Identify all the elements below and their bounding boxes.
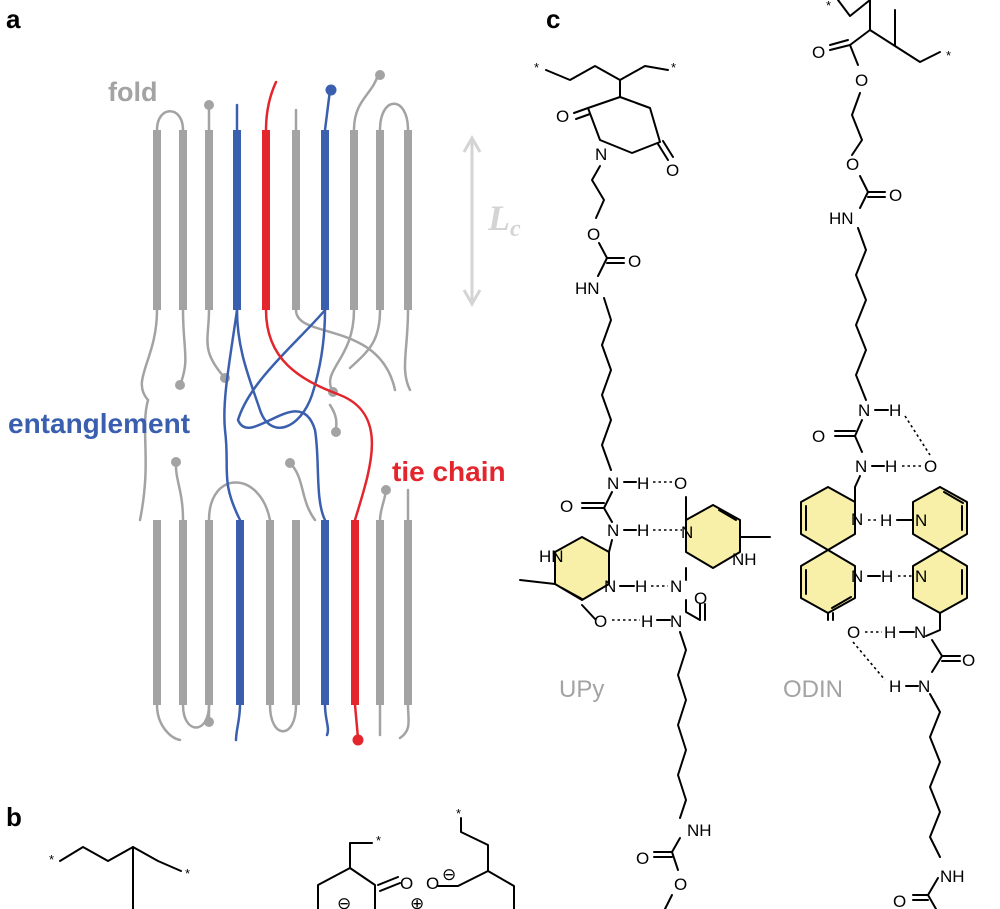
svg-text:HN: HN bbox=[539, 547, 564, 566]
svg-text:*: * bbox=[534, 60, 539, 75]
svg-text:O: O bbox=[812, 427, 825, 446]
svg-text:O: O bbox=[666, 161, 679, 180]
lc-label: Lc bbox=[487, 198, 521, 242]
svg-text:O: O bbox=[847, 623, 860, 642]
svg-text:O: O bbox=[556, 107, 569, 126]
tie-chain-label: tie chain bbox=[392, 456, 506, 487]
tie-chain-end bbox=[352, 734, 364, 746]
svg-text:NH: NH bbox=[732, 550, 757, 569]
minus-charge: ⊖ bbox=[337, 894, 351, 909]
svg-text:H: H bbox=[885, 457, 897, 476]
upy-label: UPy bbox=[559, 676, 604, 703]
svg-text:O: O bbox=[846, 155, 859, 174]
svg-text:O: O bbox=[893, 892, 906, 909]
svg-text:HN: HN bbox=[575, 279, 600, 298]
svg-text:O: O bbox=[560, 497, 573, 516]
svg-text:N: N bbox=[670, 612, 682, 631]
svg-text:N: N bbox=[855, 457, 867, 476]
panel-label-a: a bbox=[6, 4, 21, 34]
svg-text:N: N bbox=[851, 510, 863, 529]
ionomer-structure-fragment: * * * O O ⊕ ⊖ ⊖ * bbox=[49, 806, 515, 909]
svg-text:N: N bbox=[595, 145, 607, 164]
svg-text:*: * bbox=[456, 806, 461, 821]
svg-text:H: H bbox=[635, 577, 647, 596]
svg-text:NH: NH bbox=[687, 821, 712, 840]
supramolecular-structures: * * O O N O O HN N H O O bbox=[519, 0, 975, 909]
entangled-chains bbox=[223, 88, 332, 742]
svg-text:O: O bbox=[694, 589, 707, 608]
svg-text:O: O bbox=[924, 457, 937, 476]
svg-text:O: O bbox=[400, 874, 413, 893]
svg-text:H: H bbox=[641, 612, 653, 631]
lc-arrow bbox=[462, 134, 482, 308]
plus-charge: ⊕ bbox=[410, 894, 424, 909]
svg-text:NH: NH bbox=[940, 867, 965, 886]
svg-text:H: H bbox=[889, 677, 901, 696]
minus-charge: ⊖ bbox=[442, 865, 456, 885]
svg-text:*: * bbox=[671, 60, 676, 75]
gray-chain-ends bbox=[171, 70, 391, 727]
svg-text:N: N bbox=[914, 623, 926, 642]
svg-text:H: H bbox=[884, 623, 896, 642]
svg-text:N: N bbox=[858, 401, 870, 420]
svg-text:H: H bbox=[637, 474, 649, 493]
svg-text:*: * bbox=[946, 48, 951, 63]
svg-text:O: O bbox=[674, 474, 687, 493]
svg-text:*: * bbox=[826, 0, 831, 13]
svg-text:O: O bbox=[594, 612, 607, 631]
panel-label-c: c bbox=[546, 4, 560, 34]
svg-text:N: N bbox=[681, 523, 693, 542]
svg-text:N: N bbox=[851, 567, 863, 586]
svg-text:H: H bbox=[637, 521, 649, 540]
lamella-schematic: fold entanglement tie chain Lc bbox=[8, 70, 521, 746]
odin-label: ODIN bbox=[783, 676, 843, 703]
svg-text:H: H bbox=[881, 567, 893, 586]
blue-chain-end bbox=[325, 84, 337, 96]
svg-text:O: O bbox=[962, 651, 975, 670]
svg-text:O: O bbox=[812, 43, 825, 62]
svg-text:N: N bbox=[918, 677, 930, 696]
svg-text:N: N bbox=[915, 567, 927, 586]
svg-text:O: O bbox=[628, 252, 641, 271]
svg-text:N: N bbox=[604, 577, 616, 596]
gray-stems bbox=[153, 130, 412, 705]
svg-text:*: * bbox=[49, 852, 54, 867]
red-stems bbox=[262, 130, 359, 705]
panel-label-b: b bbox=[6, 802, 22, 832]
svg-text:O: O bbox=[426, 874, 439, 893]
upy-chain: * * O O N O O HN N H O O bbox=[519, 60, 771, 909]
svg-text:O: O bbox=[636, 849, 649, 868]
svg-text:H: H bbox=[880, 511, 892, 530]
svg-text:N: N bbox=[915, 511, 927, 530]
svg-text:O: O bbox=[587, 225, 600, 244]
svg-text:N: N bbox=[670, 577, 682, 596]
odin-chain: * * O O O O HN N H O N H O bbox=[783, 0, 975, 909]
svg-text:N: N bbox=[607, 521, 619, 540]
entanglement-label: entanglement bbox=[8, 408, 190, 439]
svg-text:H: H bbox=[889, 401, 901, 420]
fold-label: fold bbox=[108, 77, 157, 107]
svg-text:O: O bbox=[889, 186, 902, 205]
blue-stems bbox=[233, 130, 329, 705]
svg-text:O: O bbox=[855, 71, 868, 90]
svg-text:*: * bbox=[376, 833, 381, 848]
ring-highlights bbox=[555, 487, 967, 613]
svg-text:N: N bbox=[607, 474, 619, 493]
svg-text:HN: HN bbox=[829, 209, 854, 228]
svg-text:*: * bbox=[185, 866, 190, 881]
svg-text:O: O bbox=[674, 875, 687, 894]
tie-chain bbox=[264, 80, 374, 740]
